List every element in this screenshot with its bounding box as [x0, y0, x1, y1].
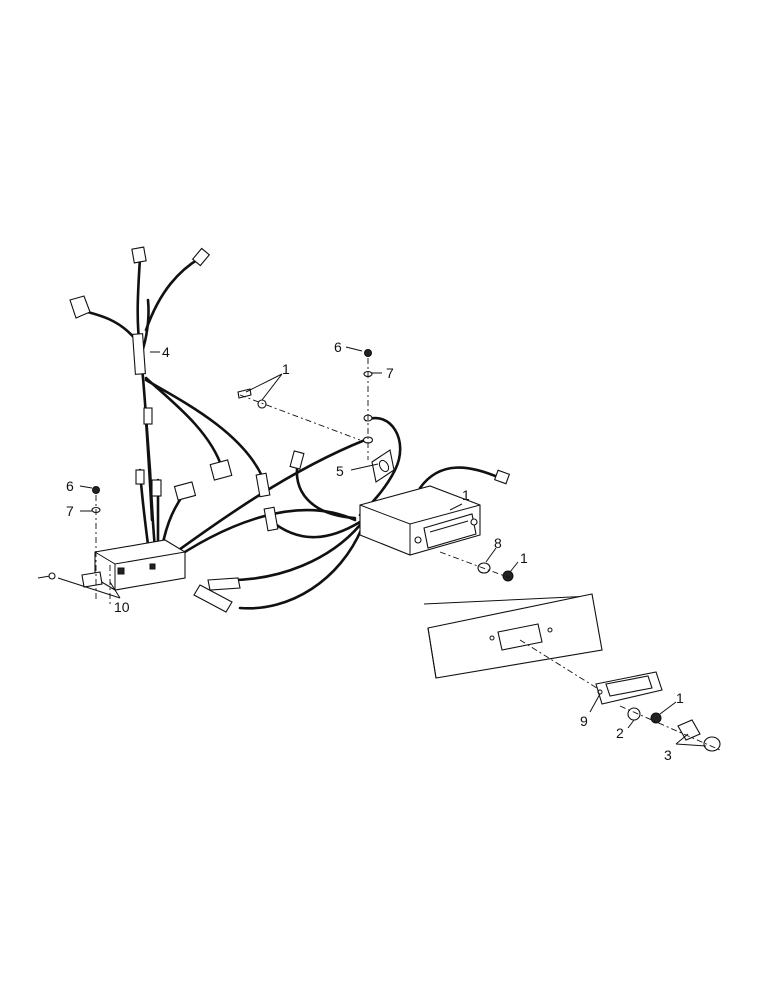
- control-unit: [359, 485, 481, 556]
- callout-3: 4: [162, 344, 170, 360]
- callout-6: 6: [66, 478, 74, 494]
- callout-5: 5: [336, 463, 344, 479]
- callout-6: 6: [334, 339, 342, 355]
- fasteners: [91, 349, 514, 605]
- bezel: [595, 671, 663, 705]
- wiring-harness: [69, 246, 511, 613]
- mounting-bracket: [371, 449, 395, 483]
- dash-panel: [423, 593, 603, 691]
- callout-4: 3: [664, 747, 672, 763]
- knob-parts: [619, 705, 721, 752]
- callout-1: 1: [462, 487, 470, 503]
- callout-9: 9: [580, 713, 588, 729]
- callout-10: 10: [114, 599, 130, 615]
- relay-box: [37, 539, 186, 591]
- leader-lines: [57, 346, 707, 747]
- callout-2: 2: [616, 725, 624, 741]
- callout-1: 1: [676, 690, 684, 706]
- callout-7: 7: [66, 503, 74, 519]
- callout-1: 1: [520, 550, 528, 566]
- callout-1: 1: [282, 361, 290, 377]
- callout-8: 8: [494, 535, 502, 551]
- callouts: 4 1 6 7 5 6 7 10 1 8 1 9 2 1 3: [66, 339, 684, 763]
- callout-7: 7: [386, 365, 394, 381]
